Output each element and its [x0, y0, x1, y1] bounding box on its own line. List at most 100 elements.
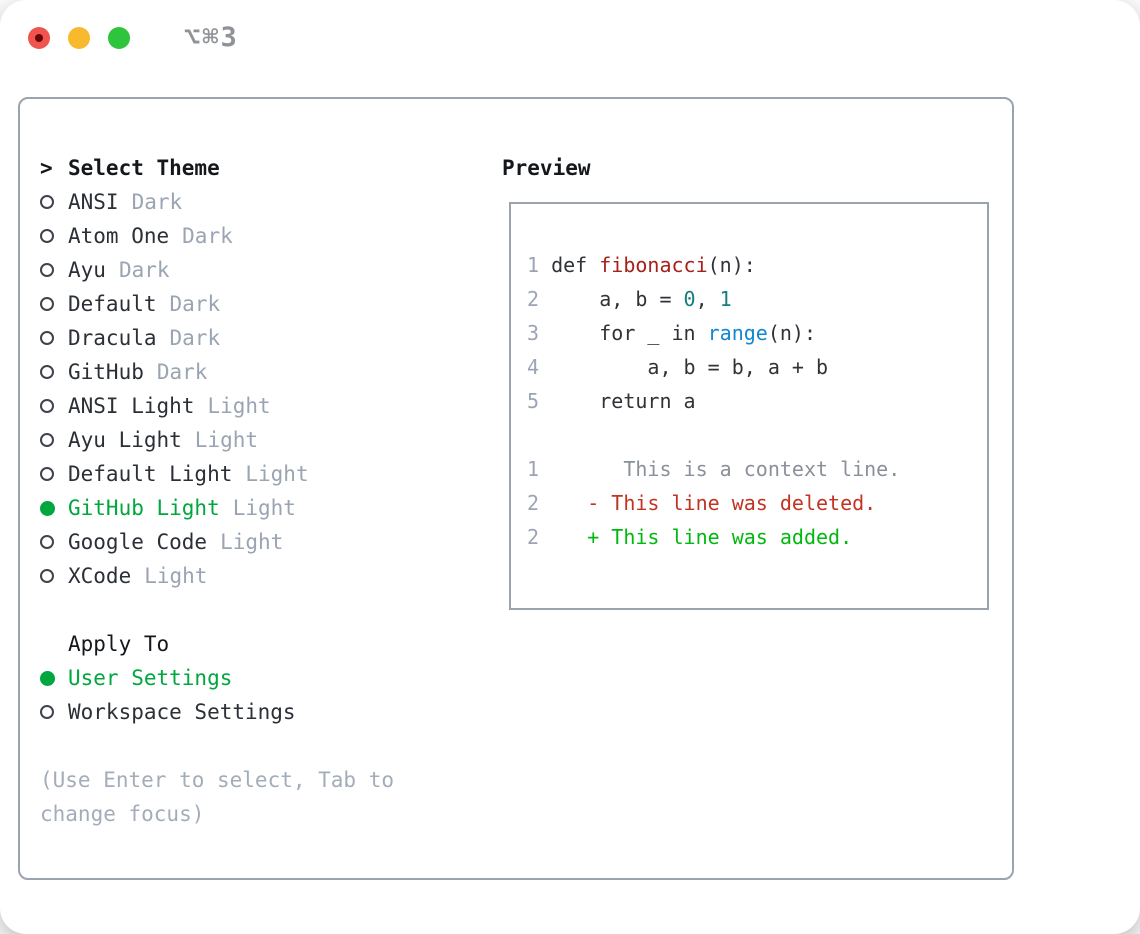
apply-to-header: Apply To — [40, 627, 470, 661]
radio-icon — [40, 705, 54, 719]
theme-option-label: ANSI — [68, 190, 119, 214]
theme-variant-label: Dark — [169, 292, 221, 316]
line-number: 3 — [527, 321, 540, 345]
theme-option-dracula[interactable]: Dracula Dark — [40, 321, 470, 355]
radio-selected-icon — [40, 670, 55, 686]
apply-option-label: User Settings — [68, 666, 233, 690]
code-segment-code-builtin: range — [707, 321, 768, 345]
bullet-cell — [40, 195, 68, 209]
select-theme-header: > Select Theme — [40, 151, 470, 185]
radio-icon — [40, 331, 54, 345]
theme-variant-label: Light — [194, 428, 259, 452]
keyboard-hint: (Use Enter to select, Tab to change focu… — [40, 768, 395, 826]
theme-option-label: Ayu Light — [68, 428, 182, 452]
code-segment-code-default: a, b = b, a + b — [551, 355, 829, 379]
code-segment-diff-deleted: - This line was deleted. — [551, 491, 877, 515]
minimize-button[interactable] — [68, 26, 90, 49]
theme-variant-label: Light — [207, 394, 271, 418]
bullet-cell — [40, 467, 68, 481]
theme-variant-label: Light — [220, 530, 284, 554]
titlebar: ⌥⌘3 — [0, 0, 1140, 75]
radio-icon — [40, 263, 54, 277]
theme-option-label: XCode — [68, 564, 132, 588]
zoom-button[interactable] — [108, 26, 130, 49]
select-theme-label: Select Theme — [68, 156, 220, 180]
theme-option-ayu-light[interactable]: Ayu Light Light — [40, 423, 470, 457]
code-segment-diff-context: This is a context line. — [551, 457, 901, 481]
line-number: 1 — [527, 457, 540, 481]
code-line: 2 + This line was added. — [527, 520, 987, 554]
bullet-cell — [40, 670, 68, 686]
radio-icon — [40, 569, 54, 583]
theme-option-label: Google Code — [68, 530, 208, 554]
code-line — [527, 418, 987, 452]
code-line: 2 - This line was deleted. — [527, 486, 987, 520]
theme-option-google-code[interactable]: Google Code Light — [40, 525, 470, 559]
radio-icon — [40, 195, 54, 209]
line-number: 1 — [527, 253, 540, 277]
bullet-cell — [40, 263, 68, 277]
apply-option-user-settings[interactable]: User Settings — [40, 661, 470, 695]
code-line: 2 a, b = 0, 1 — [527, 282, 987, 316]
code-line: 5 return a — [527, 384, 987, 418]
apply-option-workspace-settings[interactable]: Workspace Settings — [40, 695, 470, 729]
theme-option-label: Default — [68, 292, 157, 316]
radio-icon — [40, 365, 54, 379]
theme-option-label: Dracula — [68, 326, 157, 350]
theme-option-label: Default Light — [68, 462, 233, 486]
preview-heading: Preview — [502, 156, 591, 180]
radio-selected-icon — [40, 500, 55, 516]
theme-option-default[interactable]: Default Dark — [40, 287, 470, 321]
theme-variant-label: Dark — [131, 190, 183, 214]
theme-variant-label: Light — [144, 564, 208, 588]
bullet-cell — [40, 705, 68, 719]
code-segment-code-default: for _ in — [551, 321, 708, 345]
code-segment-code-default: (n): — [767, 321, 817, 345]
bullet-cell — [40, 365, 68, 379]
radio-icon — [40, 467, 54, 481]
theme-option-label: Atom One — [68, 224, 170, 248]
code-segment-code-number: 0 — [683, 287, 696, 311]
bullet-cell — [40, 535, 68, 549]
theme-option-atom-one[interactable]: Atom One Dark — [40, 219, 470, 253]
code-segment-code-function: fibonacci — [599, 253, 708, 277]
window-title: ⌥⌘3 — [184, 22, 239, 53]
code-segment-code-default: a, b = — [551, 287, 684, 311]
line-number: 2 — [527, 491, 540, 515]
theme-option-label: GitHub Light — [68, 496, 220, 520]
theme-option-ansi[interactable]: ANSI Dark — [40, 185, 470, 219]
theme-variant-label: Dark — [169, 326, 221, 350]
bullet-cell — [40, 500, 68, 516]
bullet-cell — [40, 569, 68, 583]
bullet-cell — [40, 399, 68, 413]
bullet-cell — [40, 229, 68, 243]
code-segment-code-default: return a — [551, 389, 696, 413]
code-segment-code-default: , — [695, 287, 720, 311]
theme-option-label: Ayu — [68, 258, 106, 282]
code-line: 3 for _ in range(n): — [527, 316, 987, 350]
line-number: 4 — [527, 355, 540, 379]
cursor-caret-icon: > — [40, 156, 53, 180]
radio-icon — [40, 229, 54, 243]
theme-variant-label: Dark — [182, 224, 233, 248]
radio-icon — [40, 535, 54, 549]
theme-option-label: GitHub — [68, 360, 144, 384]
code-segment-code-default: def — [551, 253, 600, 277]
bullet-cell — [40, 297, 68, 311]
radio-icon — [40, 399, 54, 413]
theme-option-xcode[interactable]: XCode Light — [40, 559, 470, 593]
close-button[interactable] — [28, 26, 50, 49]
bullet-cell — [40, 433, 68, 447]
line-number: 2 — [527, 287, 540, 311]
radio-icon — [40, 297, 54, 311]
